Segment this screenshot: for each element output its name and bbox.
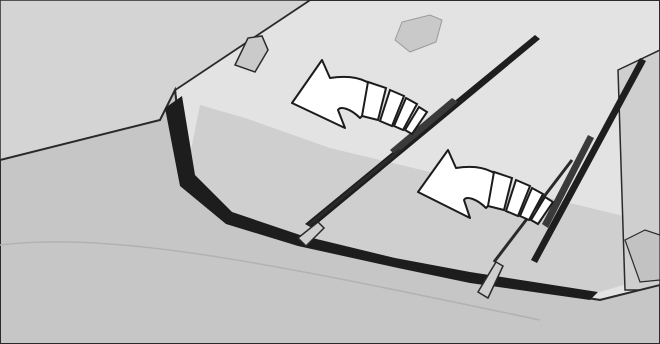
windshield-wiper-illustration <box>0 0 660 344</box>
